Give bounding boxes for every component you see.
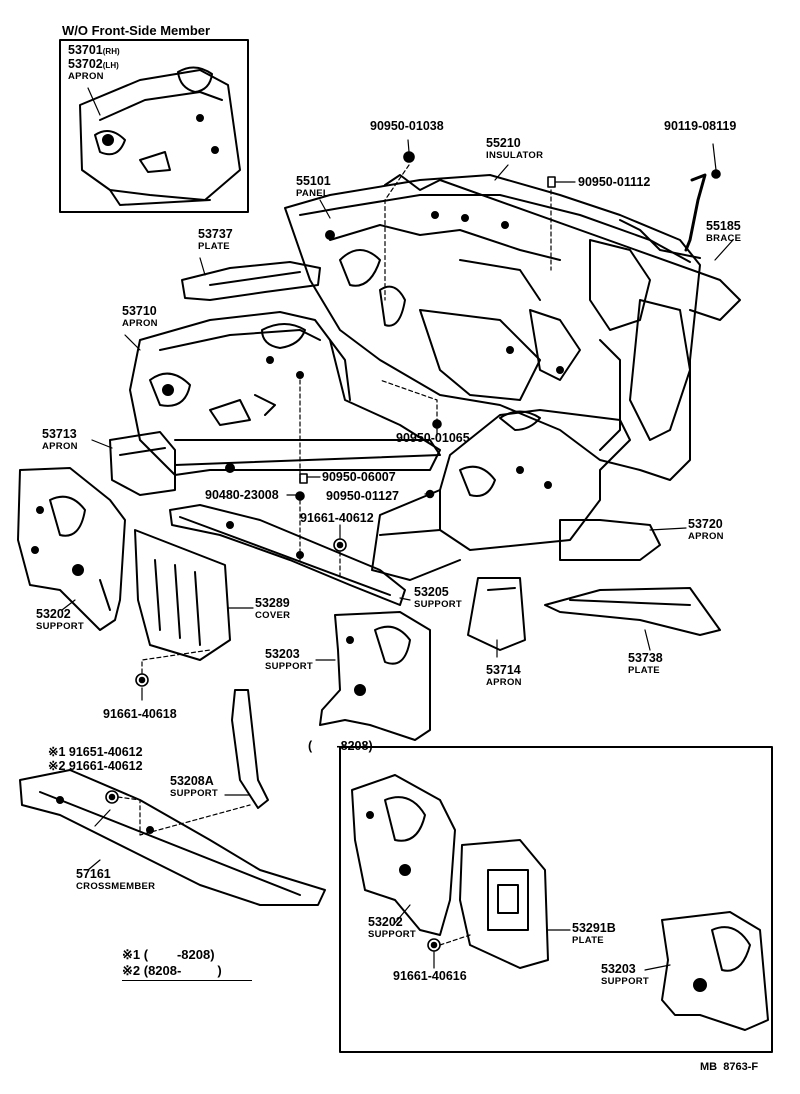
label-variant-53202: 53202	[368, 915, 403, 929]
label-90950-01038: 90950-01038	[370, 119, 444, 133]
panel-55101-drawing	[284, 174, 741, 481]
label-91661-40616: 91661-40616	[393, 969, 467, 983]
label-note2: ※2 91661-40612	[48, 759, 143, 773]
label-53205: 53205	[414, 585, 449, 599]
label-53202: 53202	[36, 607, 71, 621]
label-53714-name: APRON	[486, 677, 522, 688]
inset-title: W/O Front-Side Member	[62, 23, 211, 38]
inset-apron-drawing	[79, 66, 241, 206]
label-8208-range: ( -8208)	[308, 739, 373, 753]
legend-underline	[122, 980, 252, 981]
fastener	[135, 673, 149, 687]
assembly-lines	[117, 164, 552, 946]
part-number: 53701	[68, 43, 103, 57]
label-53205-name: SUPPORT	[414, 599, 463, 610]
label-variant-53202-name: SUPPORT	[368, 929, 417, 940]
label-90950-06007: 90950-06007	[322, 470, 396, 484]
label-53208a-name: SUPPORT	[170, 788, 219, 799]
leader-lines	[61, 87, 734, 971]
label-53289: 53289	[255, 596, 290, 610]
label-55210: 55210	[486, 136, 521, 150]
label-53701: 53701(RH)	[68, 44, 120, 57]
legend-note2: ※2 (8208- )	[122, 963, 222, 978]
brace-55185-drawing	[684, 173, 707, 252]
label-53720-name: APRON	[688, 531, 724, 542]
fasteners	[105, 151, 721, 952]
plate-53738-drawing	[544, 587, 721, 636]
fastener	[108, 793, 116, 801]
label-53720: 53720	[688, 517, 723, 531]
label-57161: 57161	[76, 867, 111, 881]
variant-support-53202-drawing	[351, 774, 456, 936]
label-55101: 55101	[296, 174, 331, 188]
support-53205-drawing	[169, 504, 406, 606]
label-53208a: 53208A	[170, 774, 214, 788]
inset-frame	[59, 39, 249, 213]
apron-53713-drawing	[109, 431, 176, 496]
reference-code: MB 8763-F	[700, 1061, 759, 1073]
cover-53289-drawing	[134, 529, 231, 661]
label-53710: 53710	[122, 304, 157, 318]
label-90480-23008: 90480-23008	[205, 488, 279, 502]
label-variant-53203: 53203	[601, 962, 636, 976]
label-90950-01065: 90950-01065	[396, 431, 470, 445]
label-53289-name: COVER	[255, 610, 291, 621]
label-55101-name: PANEL	[296, 188, 329, 199]
apron-53710-drawing	[129, 311, 441, 476]
plate-53291b-drawing	[459, 839, 549, 969]
label-91661-40618: 91661-40618	[103, 707, 177, 721]
label-55185: 55185	[706, 219, 741, 233]
label-53702-name: APRON	[68, 71, 104, 82]
variant-frame	[339, 746, 773, 1053]
label-53738: 53738	[628, 651, 663, 665]
label-91661-40612: 91661-40612	[300, 511, 374, 525]
label-note1: ※1 91651-40612	[48, 745, 143, 759]
label-90119-08119: 90119-08119	[664, 119, 737, 133]
support-53203-drawing	[319, 611, 431, 741]
part-number: 53702	[68, 57, 103, 71]
fastener	[295, 491, 305, 501]
fastener	[138, 676, 146, 684]
label-53202-name: SUPPORT	[36, 621, 85, 632]
support-53202-drawing	[17, 467, 126, 631]
fastener	[430, 941, 438, 949]
label-53737: 53737	[198, 227, 233, 241]
apron-53720-drawing	[371, 409, 661, 581]
fastener	[547, 176, 556, 188]
label-53203-name: SUPPORT	[265, 661, 314, 672]
support-53208a-drawing	[231, 689, 269, 809]
fastener	[403, 151, 415, 163]
label-53714: 53714	[486, 663, 521, 677]
label-57161-name: CROSSMEMBER	[76, 881, 156, 892]
fastener	[333, 538, 347, 552]
label-53713: 53713	[42, 427, 77, 441]
legend-note1: ※1 ( -8208)	[122, 947, 215, 962]
side-lh: (LH)	[102, 61, 119, 70]
fastener	[711, 169, 721, 179]
label-variant-53203-name: SUPPORT	[601, 976, 650, 987]
apron-53714-drawing	[467, 577, 526, 651]
label-53738-name: PLATE	[628, 665, 660, 676]
fastener	[336, 541, 344, 549]
label-53203: 53203	[265, 647, 300, 661]
label-53702: 53702(LH)	[68, 58, 119, 71]
plate-53737-drawing	[181, 261, 321, 301]
label-55185-name: BRACE	[706, 233, 742, 244]
fastener	[299, 473, 308, 484]
label-53737-name: PLATE	[198, 241, 230, 252]
label-53713-name: APRON	[42, 441, 78, 452]
variant-support-53203-drawing	[661, 911, 769, 1031]
side-rh: (RH)	[102, 47, 120, 56]
label-53291b: 53291B	[572, 921, 616, 935]
label-90950-01127: 90950-01127	[326, 489, 399, 503]
label-55210-name: INSULATOR	[486, 150, 544, 161]
label-53710-name: APRON	[122, 318, 158, 329]
label-90950-01112: 90950-01112	[578, 175, 651, 189]
label-53291b-name: PLATE	[572, 935, 604, 946]
